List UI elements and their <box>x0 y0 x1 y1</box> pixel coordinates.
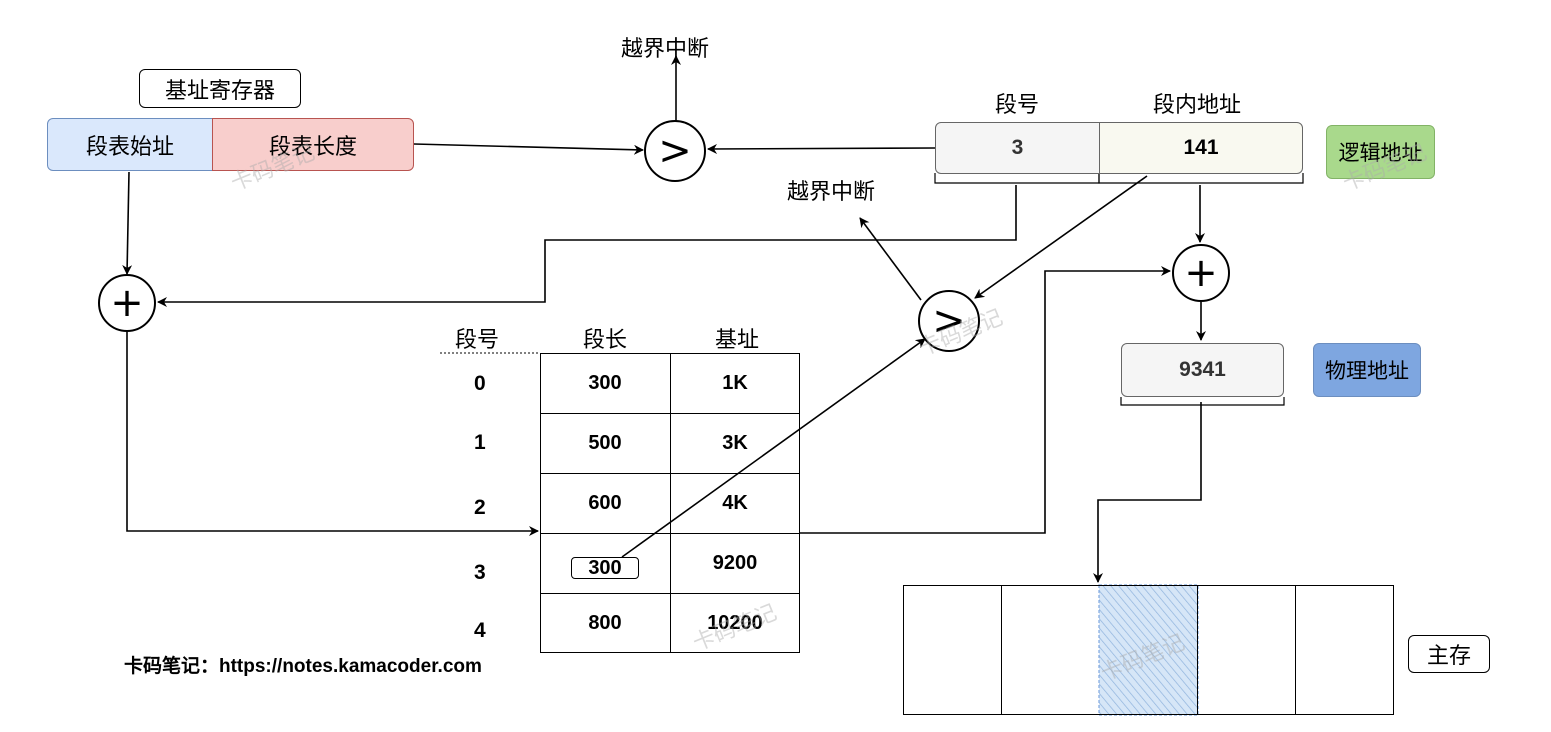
memory-block-divider <box>1295 586 1296 714</box>
compare-symbol-mid: > <box>932 298 966 344</box>
footer-credit: 卡码笔记：https://notes.kamacoder.com <box>124 651 482 678</box>
adder-symbol-right: + <box>1184 250 1218 296</box>
memory-block-divider <box>1001 586 1002 714</box>
seg-no-box: 3 <box>935 122 1100 174</box>
physical-address-box: 9341 <box>1121 343 1284 397</box>
offset-box: 141 <box>1099 122 1303 174</box>
base-register-label: 基址寄存器 <box>139 69 301 108</box>
arrow-adder-to-table <box>126 332 539 536</box>
table-cell-length: 500 <box>588 431 622 454</box>
overflow-label-mid: 越界中断 <box>787 180 876 205</box>
offset-header: 段内地址 <box>1153 93 1242 118</box>
table-header-length: 段长 <box>583 328 628 353</box>
table-row-divider <box>541 413 799 414</box>
physical-address-tag-text: 物理地址 <box>1325 359 1409 383</box>
arrow-start-to-adder <box>122 171 133 275</box>
table-row-segno: 1 <box>474 431 486 454</box>
table-cell-length: 600 <box>588 491 622 514</box>
logical-address-tag-text: 逻辑地址 <box>1338 141 1423 165</box>
compare-circle-mid: > <box>918 290 980 352</box>
table-cell-base: 3K <box>722 431 748 454</box>
segment-table <box>540 353 800 653</box>
footer-credit-text: 卡码笔记：https://notes.kamacoder.com <box>124 656 482 677</box>
table-header-base: 基址 <box>715 328 760 353</box>
arrow-physical-to-memory <box>1093 402 1202 583</box>
arrow-length-to-compare <box>413 143 644 155</box>
seg-table-start-text: 段表始址 <box>85 134 174 160</box>
seg-no-header: 段号 <box>995 93 1040 118</box>
table-row-segno: 2 <box>474 496 486 519</box>
seg-table-start-box: 段表始址 <box>47 118 213 171</box>
arrow-segno-to-adder <box>157 185 1017 307</box>
table-cell-base: 9200 <box>712 551 758 574</box>
brace-physical <box>1120 397 1285 406</box>
table-cell-length: 800 <box>588 611 622 634</box>
table-header-segno: 段号 <box>455 328 500 353</box>
physical-address-tag: 物理地址 <box>1313 343 1421 397</box>
table-cell-base: 1K <box>722 371 748 394</box>
base-register-text: 基址寄存器 <box>164 78 275 104</box>
memory-block-divider <box>1197 586 1198 714</box>
seg-table-length-text: 段表长度 <box>268 134 357 160</box>
seg-table-length-box: 段表长度 <box>212 118 414 171</box>
memory-highlight-border <box>1098 584 1199 716</box>
table-row-divider <box>541 593 799 594</box>
adder-symbol-left: + <box>110 280 144 326</box>
brace-segno <box>934 173 1100 184</box>
table-cell-base: 4K <box>722 491 748 514</box>
table-col-divider <box>670 354 671 652</box>
offset-value: 141 <box>1183 136 1219 159</box>
table-row-divider <box>541 533 799 534</box>
table-row-segno: 4 <box>474 619 486 642</box>
arrow-length300-to-compare <box>621 338 926 558</box>
adder-circle-right: + <box>1172 244 1230 302</box>
main-memory <box>903 585 1394 715</box>
compare-circle-top: > <box>644 120 706 182</box>
table-cell-base: 10200 <box>707 611 763 634</box>
compare-symbol-top: > <box>658 128 692 174</box>
table-cell-length-highlighted: 300 <box>571 557 639 579</box>
arrow-compare-to-overflow-mid <box>859 217 922 301</box>
main-memory-tag: 主存 <box>1408 635 1490 673</box>
adder-circle-left: + <box>98 274 156 332</box>
table-row-segno: 3 <box>474 561 486 584</box>
table-cell-length: 300 <box>588 371 622 394</box>
arrow-offset-to-compare <box>974 175 1148 299</box>
brace-offset <box>1098 173 1304 184</box>
arrow-segno-to-compare <box>707 143 936 154</box>
main-memory-tag-text: 主存 <box>1426 644 1471 669</box>
physical-address-value: 9341 <box>1179 358 1226 381</box>
memory-highlight-fill <box>1099 585 1198 715</box>
overflow-label-top: 越界中断 <box>621 37 710 62</box>
table-cell-length-value: 300 <box>588 556 622 579</box>
table-row-segno: 0 <box>474 372 486 395</box>
seg-no-value: 3 <box>1011 136 1024 159</box>
logical-address-tag: 逻辑地址 <box>1326 125 1435 179</box>
table-row-divider <box>541 473 799 474</box>
arrow-base-to-adder <box>800 266 1171 534</box>
